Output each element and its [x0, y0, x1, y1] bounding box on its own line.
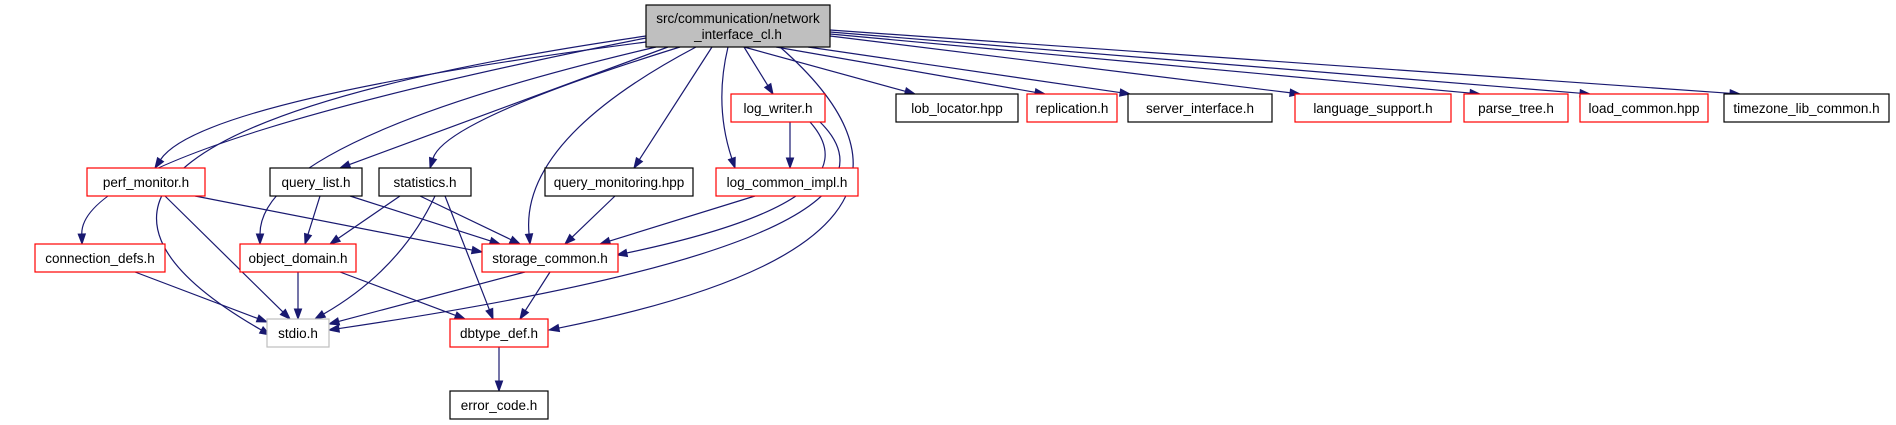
edge-root-to-replication	[775, 46, 1047, 97]
node-box	[1723, 93, 1890, 123]
node-label: load_common.hpp	[1588, 101, 1699, 116]
edge-log-writer-to-stdio	[327, 121, 841, 333]
header-file-nodes: src/communication/network_interface_cl.h…	[34, 4, 1890, 420]
edge-object-domain-to-dbtype-def	[339, 271, 467, 320]
edge-root-to-load-common	[829, 31, 1592, 98]
node-label: language_support.h	[1313, 101, 1432, 116]
edge-log-common-impl-to-storage-common	[598, 195, 756, 246]
node-label: query_monitoring.hpp	[554, 175, 685, 190]
node-box	[449, 390, 549, 420]
edge-root-to-language-support	[829, 35, 1302, 97]
edge-query-monitoring-to-storage-common	[563, 195, 616, 246]
node-query-list[interactable]: query_list.h	[269, 167, 363, 197]
dependency-edges	[77, 29, 1742, 393]
edge-statistics-to-dbtype-def	[444, 195, 494, 321]
edge-statistics-to-object-domain	[328, 195, 401, 245]
edge-root-to-dbtype-def	[547, 46, 854, 333]
node-box	[239, 243, 357, 273]
node-box	[1127, 93, 1273, 123]
edge-root-to-perf-monitor	[154, 41, 647, 170]
node-storage-common[interactable]: storage_common.h	[481, 243, 619, 273]
node-label: object_domain.h	[248, 251, 347, 266]
edge-log-writer-to-log-common-impl	[785, 122, 795, 170]
edge-root-to-parse-tree	[829, 33, 1482, 98]
node-log-common-impl[interactable]: log_common_impl.h	[715, 167, 859, 197]
node-box	[449, 318, 549, 348]
node-replication[interactable]: replication.h	[1026, 93, 1118, 123]
node-label: log_writer.h	[743, 101, 812, 116]
node-object-domain[interactable]: object_domain.h	[239, 243, 357, 273]
edge-root-to-statistics	[429, 46, 681, 170]
edge-root-to-query-list	[338, 46, 669, 169]
node-label: stdio.h	[278, 326, 318, 341]
edge-storage-common-to-stdio	[327, 271, 526, 326]
node-stdio: stdio.h	[266, 318, 330, 348]
node-box	[269, 167, 363, 197]
node-timezone-lib-common[interactable]: timezone_lib_common.h	[1723, 93, 1890, 123]
node-box	[1294, 93, 1452, 123]
edge-root-to-object-domain	[255, 46, 657, 246]
node-label: perf_monitor.h	[103, 175, 189, 190]
edge-root-to-storage-common	[524, 46, 697, 246]
node-connection-defs[interactable]: connection_defs.h	[34, 243, 166, 273]
edge-root-to-timezone-lib-common	[829, 29, 1742, 98]
node-box	[730, 93, 826, 123]
edge-storage-common-to-dbtype-def	[519, 271, 551, 321]
edge-connection-defs-to-stdio	[134, 271, 269, 323]
node-box	[266, 318, 330, 348]
node-box	[645, 4, 831, 48]
node-label: src/communication/network	[656, 11, 820, 26]
edge-dbtype-def-to-error-code	[494, 347, 504, 393]
node-box	[34, 243, 166, 273]
node-language-support[interactable]: language_support.h	[1294, 93, 1452, 123]
node-box	[1579, 93, 1709, 123]
edge-perf-monitor-to-storage-common	[194, 195, 484, 255]
edge-root-to-log-common-impl	[721, 46, 736, 170]
node-label: replication.h	[1036, 101, 1109, 116]
edge-root-to-connection-defs	[77, 37, 647, 246]
node-query-monitoring[interactable]: query_monitoring.hpp	[544, 167, 694, 197]
edge-root-to-server-interface	[807, 46, 1132, 97]
edge-statistics-to-stdio	[313, 195, 436, 320]
node-load-common[interactable]: load_common.hpp	[1579, 93, 1709, 123]
node-server-interface[interactable]: server_interface.h	[1127, 93, 1273, 123]
node-statistics[interactable]: statistics.h	[378, 167, 472, 197]
node-dbtype-def[interactable]: dbtype_def.h	[449, 318, 549, 348]
edge-perf-monitor-to-stdio	[164, 195, 292, 321]
node-box	[715, 167, 859, 197]
node-lob-locator[interactable]: lob_locator.hpp	[895, 93, 1019, 123]
node-box	[544, 167, 694, 197]
node-box	[1463, 93, 1569, 123]
node-label: dbtype_def.h	[460, 326, 538, 341]
node-perf-monitor[interactable]: perf_monitor.h	[86, 167, 206, 197]
node-label: timezone_lib_common.h	[1733, 101, 1879, 116]
node-label: log_common_impl.h	[727, 175, 848, 190]
node-error-code[interactable]: error_code.h	[449, 390, 549, 420]
node-root[interactable]: src/communication/network_interface_cl.h	[645, 4, 831, 48]
node-label: error_code.h	[461, 398, 538, 413]
node-label: statistics.h	[393, 175, 456, 190]
node-label: storage_common.h	[492, 251, 608, 266]
node-box	[378, 167, 472, 197]
edge-root-to-query-monitoring	[633, 46, 713, 170]
node-label: server_interface.h	[1146, 101, 1254, 116]
node-log-writer[interactable]: log_writer.h	[730, 93, 826, 123]
node-box	[86, 167, 206, 197]
node-label: _interface_cl.h	[693, 27, 782, 42]
node-box	[895, 93, 1019, 123]
node-label: query_list.h	[281, 175, 350, 190]
node-parse-tree[interactable]: parse_tree.h	[1463, 93, 1569, 123]
node-label: lob_locator.hpp	[911, 101, 1003, 116]
edge-query-list-to-object-domain	[304, 195, 321, 246]
node-label: parse_tree.h	[1478, 101, 1554, 116]
node-label: connection_defs.h	[45, 251, 155, 266]
edge-object-domain-to-stdio	[293, 272, 303, 321]
edge-root-to-log-writer	[743, 46, 774, 96]
node-box	[1026, 93, 1118, 123]
node-box	[481, 243, 619, 273]
edge-query-list-to-storage-common	[349, 195, 502, 245]
edge-statistics-to-storage-common	[419, 195, 522, 245]
